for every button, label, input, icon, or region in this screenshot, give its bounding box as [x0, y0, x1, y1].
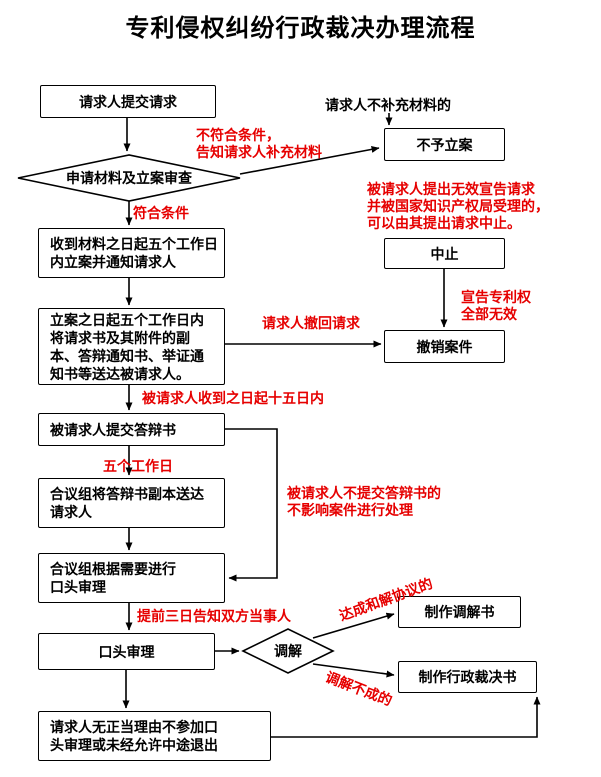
- review-diamond: [17, 154, 241, 202]
- label-within-fifteen-days: 被请求人收到之日起十五日内: [142, 390, 324, 406]
- node-oral-hearing-as-needed: 合议组根据需要进行 口头审理: [38, 553, 225, 603]
- label-no-supplement: 请求人不补充材料的: [325, 97, 451, 113]
- node-no-show: 请求人无正当理由不参加口 头审理或未经允许中途退出: [38, 711, 271, 761]
- node-no-case: 不予立案: [384, 128, 505, 161]
- page-title: 专利侵权纠纷行政裁决办理流程: [125, 15, 476, 42]
- edge-review-to-nocase: [239, 145, 380, 175]
- edge-noshow-to-rulingdoc: [271, 696, 541, 738]
- node-serve-defense-copy: 合议组将答辩书副本送达 请求人: [38, 478, 225, 528]
- label-five-working-days: 五个工作日: [103, 458, 173, 474]
- review-diamond-label: 申请材料及立案审查: [66, 170, 192, 186]
- label-patent-all-invalid: 宣告专利权 全部无效: [461, 289, 531, 322]
- node-submit-defense: 被请求人提交答辩书: [38, 413, 225, 446]
- node-file-and-notify: 收到材料之日起五个工作日 内立案并通知请求人: [38, 228, 225, 278]
- edge-defense-bypass-to-oralprep: [225, 428, 278, 582]
- node-serve-documents: 立案之日起五个工作日内 将请求书及其附件的副 本、答辩通知书、举证通 知书等送达…: [38, 308, 225, 385]
- node-revoke-case: 撤销案件: [384, 330, 505, 363]
- node-mediation-document: 制作调解书: [398, 596, 521, 628]
- edge-mediate-to-mediationdoc: [312, 612, 395, 639]
- node-suspend: 中止: [384, 238, 505, 269]
- label-no-defense-submitted: 被请求人不提交答辩书的 不影响案件进行处理: [287, 485, 441, 518]
- mediate-diamond-label: 调解: [274, 643, 302, 659]
- label-not-meet-conditions: 不符合条件， 告知请求人补充材料: [196, 127, 322, 160]
- mediate-diamond: [241, 628, 335, 674]
- edge-mediate-to-rulingdoc: [312, 663, 395, 678]
- label-meet-conditions: 符合条件: [133, 205, 189, 221]
- label-invalidation-request: 被请求人提出无效宣告请求 并被国家知识产权局受理的， 可以由其提出请求中止。: [367, 181, 549, 231]
- label-withdraw-request: 请求人撤回请求: [262, 315, 360, 331]
- node-submit-request: 请求人提交请求: [40, 85, 216, 118]
- node-ruling-document: 制作行政裁决书: [398, 661, 537, 693]
- node-oral-hearing: 口头审理: [38, 633, 215, 670]
- label-notify-three-days: 提前三日告知双方当事人: [137, 608, 291, 624]
